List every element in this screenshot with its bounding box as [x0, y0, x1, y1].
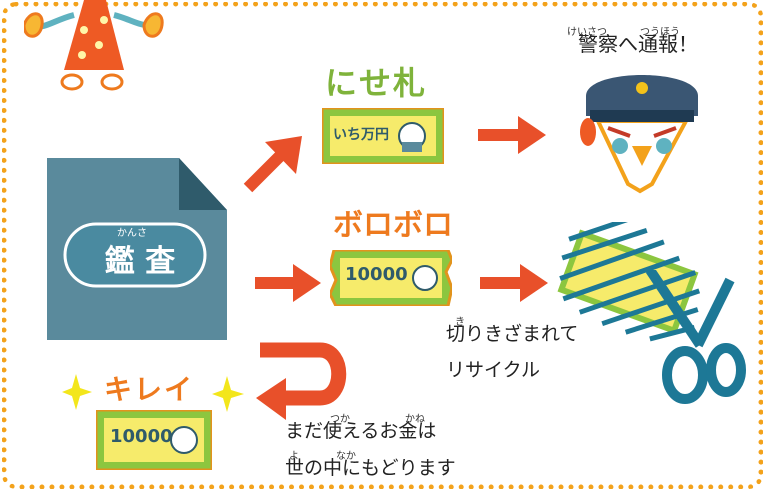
arrow-to-worn — [255, 264, 321, 302]
shredded-bill — [557, 222, 701, 342]
arrow-to-scissors — [480, 264, 548, 302]
worn-bill — [330, 250, 452, 306]
ruby-tsuka: つか — [330, 414, 350, 425]
clean-action-line2: 世の中にもどります — [285, 457, 456, 479]
counterfeit-bill — [322, 108, 444, 164]
ruby-yo: よ — [289, 451, 299, 462]
clean-bill — [96, 410, 212, 470]
mascot-character — [24, 0, 164, 91]
police-bird-character — [580, 75, 698, 194]
worn-bill-text: 10000 — [345, 264, 408, 285]
counterfeit-title: にせ札 — [325, 64, 428, 102]
scissors-icon — [645, 270, 746, 404]
arrow-to-police — [478, 116, 546, 154]
inspection-document — [47, 158, 227, 340]
ruby-kane: かね — [405, 414, 425, 425]
ruby-keisatsu: けいさつ — [567, 27, 607, 38]
ruby-ki: き — [455, 317, 465, 328]
clean-bill-text: 10000 — [110, 426, 173, 447]
ruby-naka: なか — [336, 451, 356, 462]
arrow-to-clean — [256, 342, 347, 420]
worn-action-line2: リサイクル — [446, 359, 541, 381]
clean-title: キレイ — [104, 373, 195, 406]
worn-action-line1: 切りきざまれて — [446, 323, 579, 345]
worn-title: ボロボロ — [333, 208, 453, 243]
sparkle-icon — [62, 374, 244, 412]
inspection-label: 鑑 査 — [104, 244, 176, 279]
inspection-ruby: かんさ — [117, 228, 147, 239]
counterfeit-action: 警察へ通報！ — [578, 32, 698, 56]
arrow-to-counterfeit — [243, 136, 302, 193]
counterfeit-bill-text: いち万円 — [333, 127, 389, 143]
clean-action-line1: まだ使えるお金は — [285, 420, 437, 442]
ruby-tsuuhou: つうほう — [640, 27, 680, 38]
